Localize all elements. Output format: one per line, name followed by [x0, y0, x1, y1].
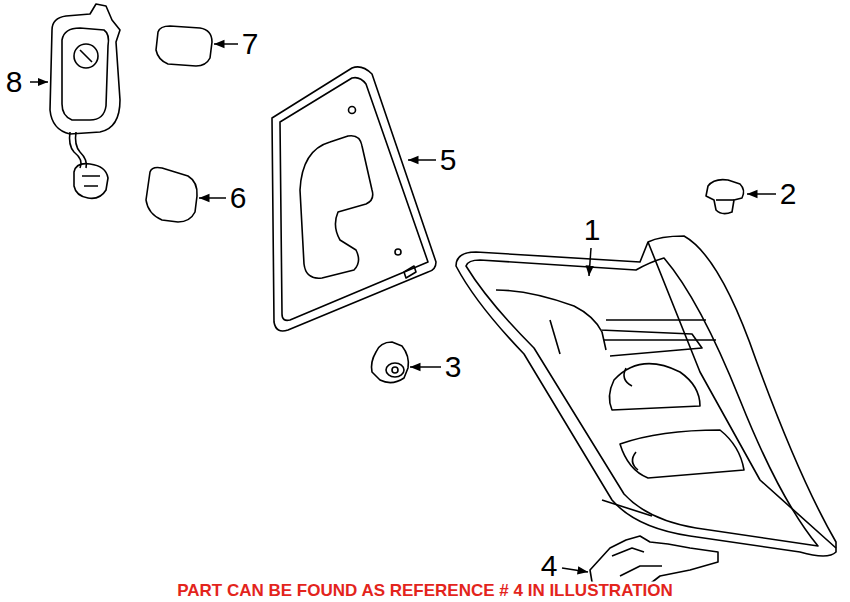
callout-number: 7	[242, 29, 259, 59]
callout-number: 3	[445, 352, 462, 382]
callout-number: 4	[541, 551, 558, 581]
callout-number: 2	[780, 179, 797, 209]
callout-number: 5	[440, 145, 457, 175]
bulb-cover	[146, 168, 197, 223]
retainer-clip	[372, 342, 409, 383]
reference-note: PART CAN BE FOUND AS REFERENCE # 4 IN IL…	[175, 582, 675, 599]
retainer-clip	[706, 180, 744, 214]
tail-lamp	[456, 236, 836, 556]
socket-harness	[50, 4, 120, 198]
callout-number: 6	[230, 183, 247, 213]
trim-panel	[272, 67, 436, 331]
seal-cap	[156, 26, 212, 66]
callout-number: 1	[584, 215, 601, 245]
leader-arrows	[30, 44, 776, 572]
callout-number: 8	[6, 67, 23, 97]
